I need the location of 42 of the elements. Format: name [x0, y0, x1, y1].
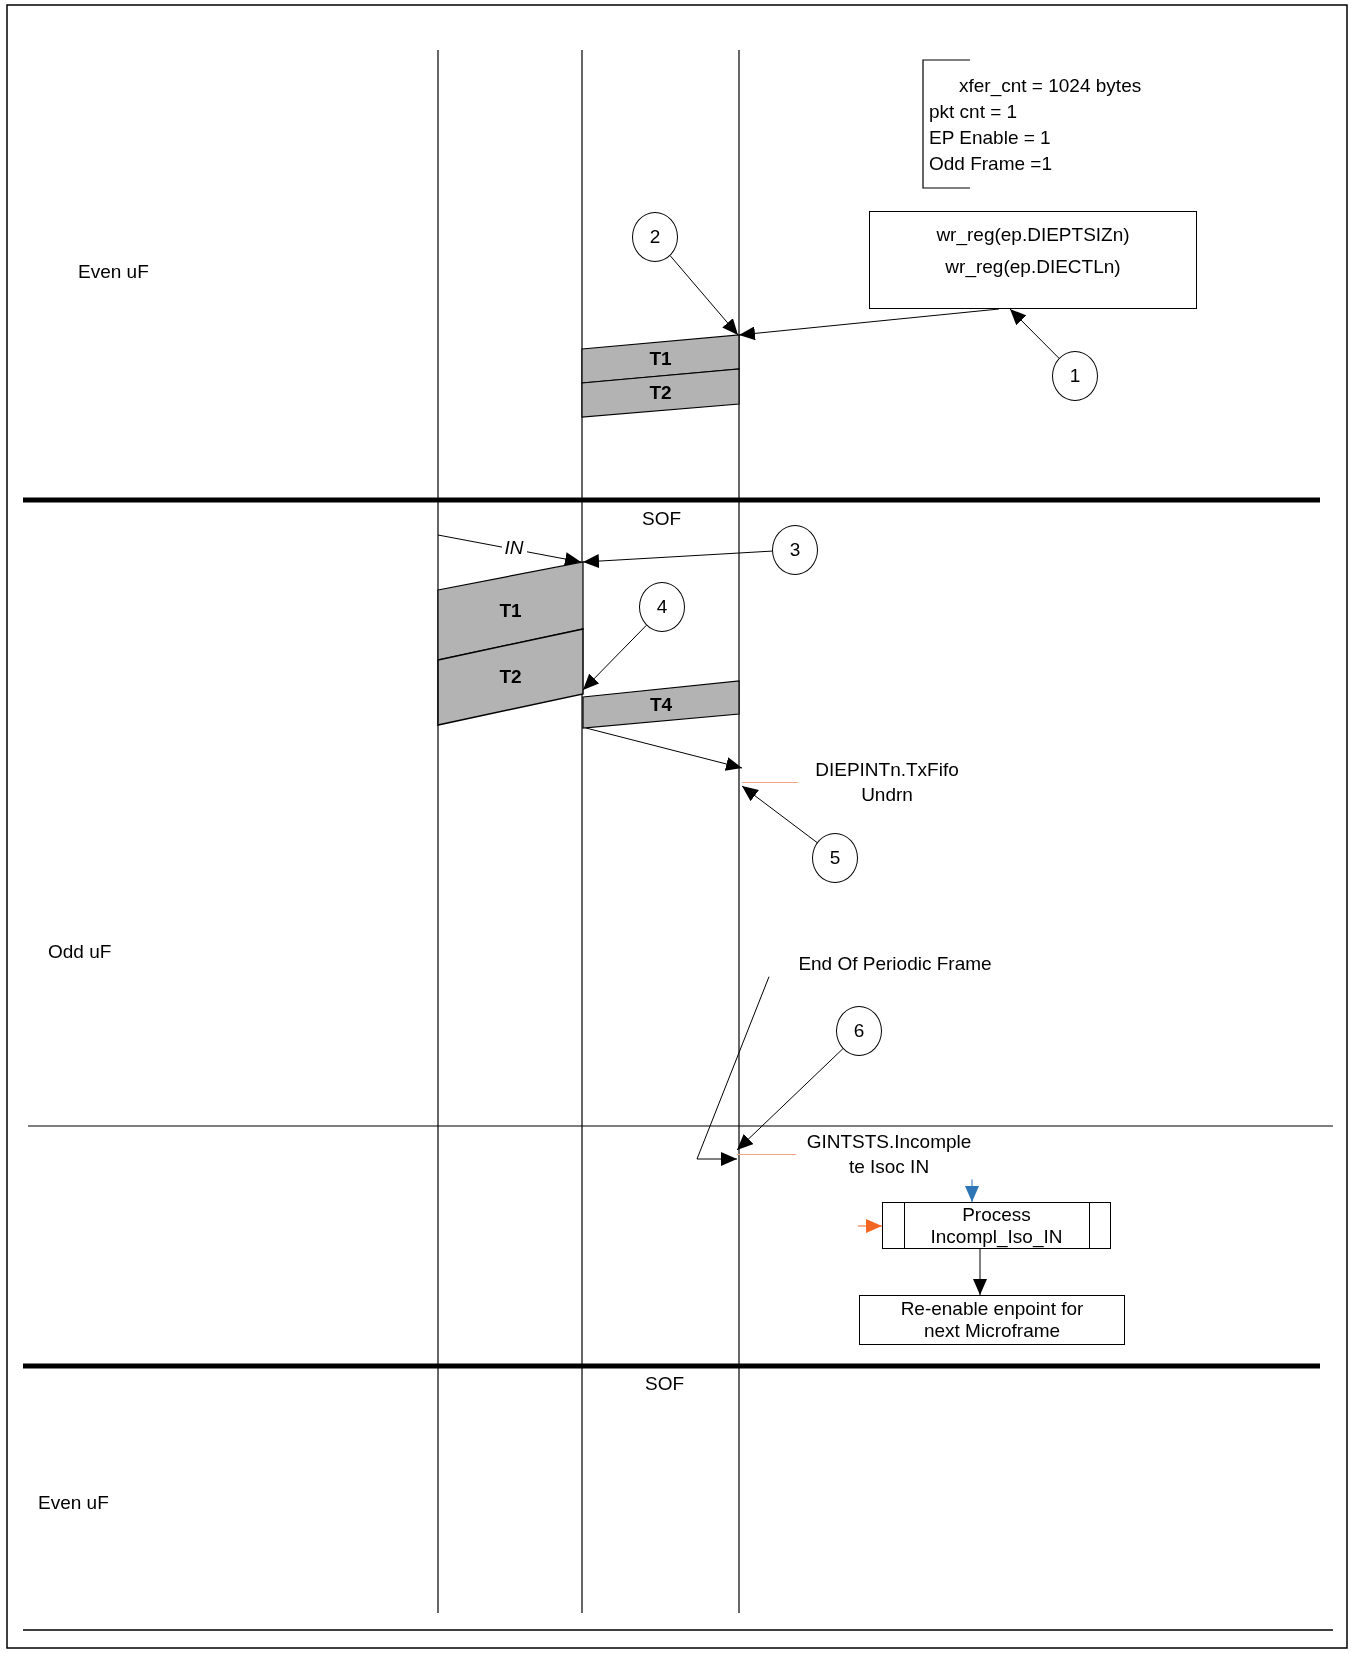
transfer-block: T2: [438, 629, 583, 725]
arrow: [582, 624, 647, 691]
frame-label: Even uF: [38, 1492, 109, 1515]
note-text: Odd Frame =1: [929, 153, 1053, 176]
arrow: [736, 1048, 844, 1151]
sof-label: SOF: [642, 508, 682, 531]
arrow: [973, 1248, 987, 1296]
status-text: GINTSTS.Incomple te Isoc IN: [737, 1130, 978, 1180]
transfer-block: T2: [582, 369, 739, 417]
sof-label: SOF: [645, 1373, 685, 1396]
arrow: [696, 976, 770, 1166]
register-call-text: wr_reg(ep.DIEPTSIZn): [936, 224, 1130, 246]
step-number-circle: 5: [812, 833, 858, 883]
process-text: Process Incompl_Iso_IN: [929, 1203, 1064, 1248]
transfer-block: T4: [583, 681, 739, 728]
process-box: [882, 1202, 1111, 1249]
arrow: [965, 1178, 979, 1203]
transfer-block: T1: [582, 335, 739, 383]
arrow: [741, 785, 818, 843]
process-text: Re-enable enpoint for next Microframe: [899, 1298, 1085, 1342]
arrow: [585, 727, 743, 771]
register-call-text: wr_reg(ep.DIECTLn): [945, 256, 1121, 278]
arrow: [738, 308, 1000, 341]
frame-label: Odd uF: [48, 941, 112, 964]
status-text: End Of Periodic Frame: [765, 952, 1025, 977]
arrow: [1009, 308, 1060, 359]
note-text: EP Enable = 1: [929, 127, 1051, 150]
arrow: [857, 1219, 883, 1233]
step-number-circle: 3: [772, 525, 818, 575]
arrow: [669, 255, 739, 336]
arrow: [582, 550, 773, 569]
note-text: pkt cnt = 1: [929, 101, 1018, 124]
frame-label: Even uF: [78, 261, 149, 284]
process-box: [859, 1295, 1125, 1345]
step-number-circle: 4: [639, 582, 685, 632]
note-text: xfer_cnt = 1024 bytes: [959, 75, 1142, 98]
status-text: DIEPINTn.TxFifo Undrn: [742, 758, 972, 808]
register-write-box: [869, 211, 1197, 309]
transfer-block: T1: [438, 562, 583, 660]
step-number-circle: 1: [1052, 351, 1098, 401]
step-number-circle: 6: [836, 1006, 882, 1056]
step-number-circle: 2: [632, 212, 678, 262]
